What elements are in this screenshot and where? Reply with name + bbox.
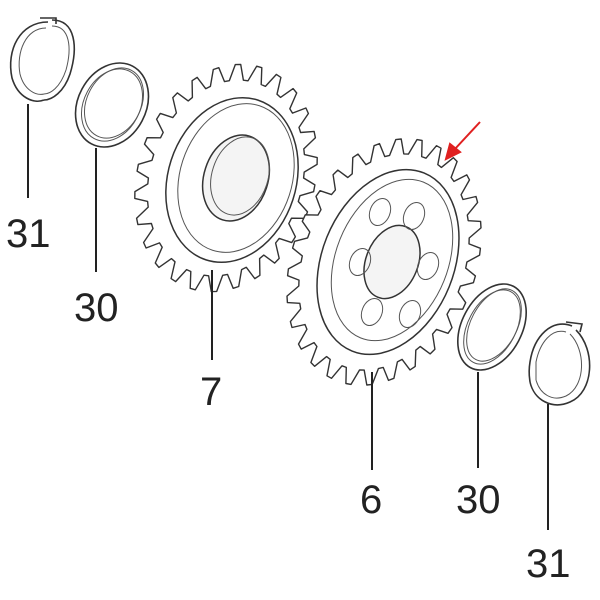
gear-6 (286, 138, 482, 386)
callout-30-left: 30 (74, 286, 119, 330)
gear-7 (134, 63, 318, 293)
callout-31-right: 31 (526, 542, 571, 586)
gear-6-holes (348, 197, 440, 329)
callout-7: 7 (200, 370, 223, 414)
thrust-washer-left (74, 62, 150, 148)
callout-30-right: 30 (456, 478, 501, 522)
callout-31-left: 31 (6, 212, 51, 256)
red-arrow-icon (444, 121, 481, 161)
thrust-washer-right (457, 283, 527, 371)
snap-ring-right (528, 321, 591, 406)
snap-ring-left (9, 17, 76, 102)
callout-6: 6 (360, 478, 383, 522)
